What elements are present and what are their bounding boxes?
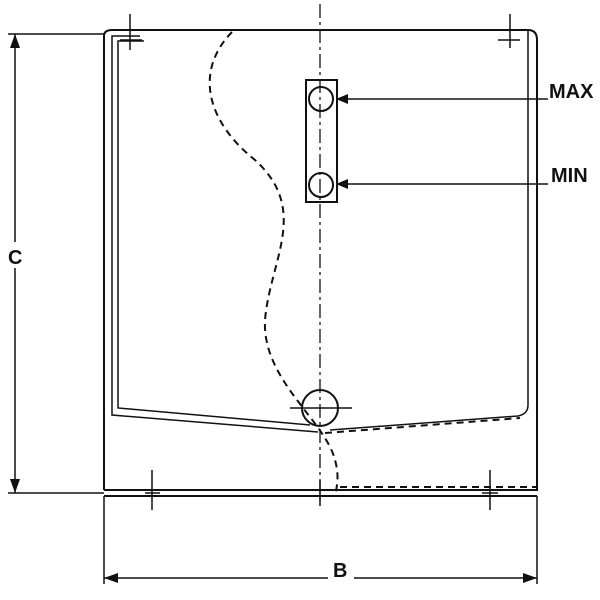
- min-hole: [308, 172, 334, 198]
- adjustment-slot: [305, 79, 338, 203]
- top-bolt-right: [498, 14, 520, 48]
- min-label: MIN: [551, 165, 588, 187]
- top-bolt-left: [120, 14, 142, 50]
- dimension-c-label: C: [8, 247, 22, 269]
- dimension-b: [103, 496, 538, 584]
- dimension-b-label: B: [333, 560, 347, 582]
- base-bolt-left: [145, 470, 160, 510]
- max-leader: [336, 94, 548, 104]
- max-hole: [308, 86, 334, 112]
- inner-wall: [111, 30, 529, 433]
- bottom-hole: [290, 389, 352, 427]
- base-bolt-right: [482, 470, 498, 510]
- min-leader: [336, 179, 548, 189]
- max-label: MAX: [549, 81, 594, 103]
- hidden-lines: [208, 31, 537, 493]
